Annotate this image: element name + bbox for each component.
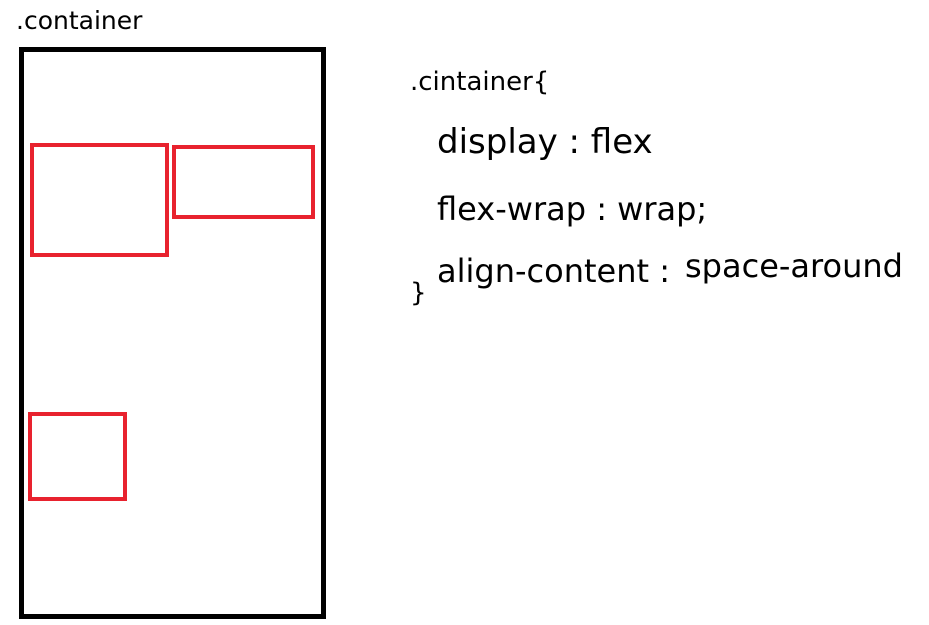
- code-display-flex: display : flex: [437, 122, 653, 162]
- code-align-content-value: space-around: [685, 247, 903, 285]
- code-selector-open: .cintainer{: [410, 67, 550, 97]
- flex-item-3: [28, 412, 127, 501]
- flex-item-1: [30, 143, 169, 257]
- code-closing-brace: }: [410, 278, 427, 308]
- code-align-content-property: align-content :: [437, 252, 670, 290]
- container-label: .container: [16, 6, 143, 35]
- container-box: [19, 47, 326, 619]
- flex-item-2: [172, 145, 315, 219]
- code-flex-wrap: flex-wrap : wrap;: [437, 190, 708, 228]
